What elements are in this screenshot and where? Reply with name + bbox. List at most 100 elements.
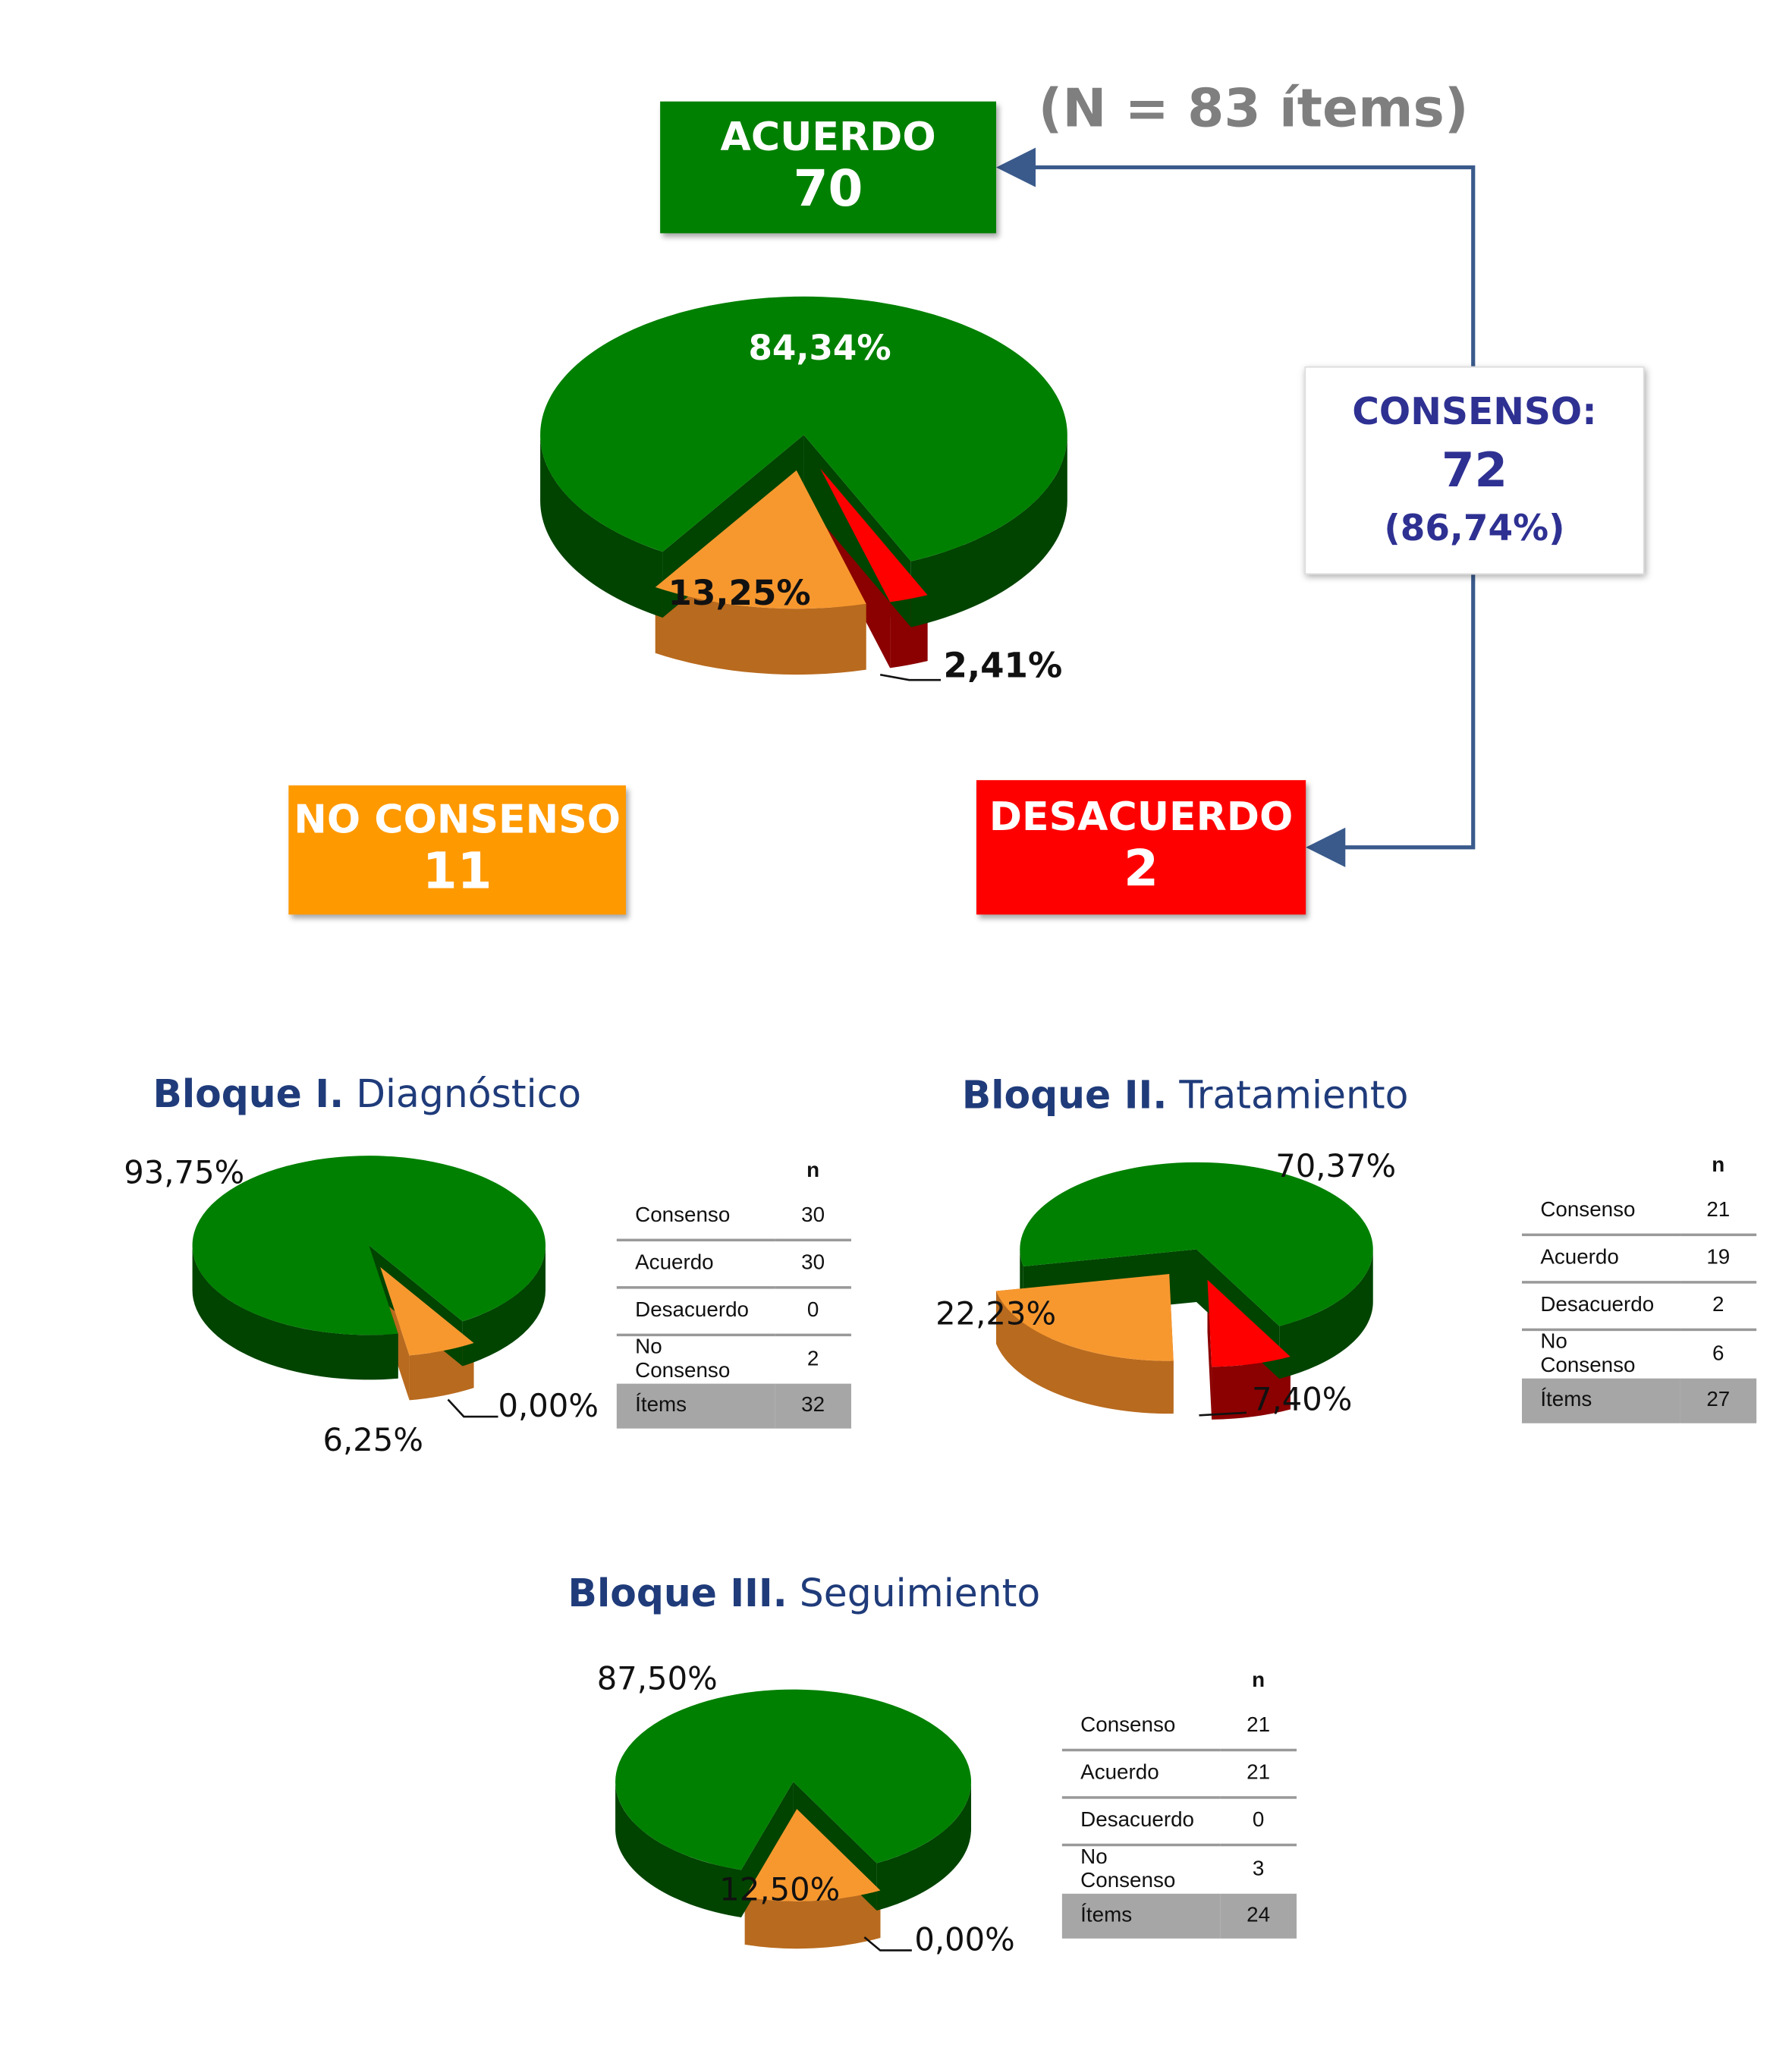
total-items-label: (N = 83 ítems): [1038, 79, 1469, 140]
row-value: 30: [775, 1194, 851, 1242]
total-label: Ítems: [616, 1383, 775, 1429]
b2-label-desacuerdo: 7,40%: [1251, 1381, 1353, 1418]
row-value: 21: [1680, 1188, 1757, 1237]
slice-acuerdo-side: [540, 435, 663, 618]
leader-line-b1-red: [447, 1398, 498, 1418]
main-pie-label-acuerdo: 84,34%: [748, 329, 891, 370]
slice-acuerdo-side: [192, 1245, 398, 1380]
table-row: No Consenso 3: [1062, 1845, 1297, 1894]
row-label: Acuerdo: [616, 1240, 775, 1289]
no-consenso-value: 11: [422, 842, 492, 901]
b1-label-desacuerdo: 0,00%: [498, 1387, 599, 1425]
n-header: n: [1712, 1154, 1725, 1177]
slice-no-consenso-side: [996, 1291, 1174, 1414]
slice-acuerdo: [192, 1156, 546, 1335]
slice-no-consenso-side: [655, 587, 866, 675]
block-1-title: Bloque I. Diagnóstico: [152, 1071, 581, 1116]
consenso-value: 72: [1441, 444, 1507, 499]
leader-line-b3-red: [863, 1936, 912, 1952]
b1-label-acuerdo: 93,75%: [124, 1154, 245, 1192]
slice-no-consenso: [996, 1274, 1174, 1361]
desacuerdo-box: DESACUERDO 2: [976, 780, 1306, 915]
flow-arrows: [996, 147, 1476, 867]
row-value: 0: [1220, 1797, 1297, 1847]
acuerdo-label: ACUERDO: [720, 114, 936, 161]
leader-line-b2-red: [1199, 1411, 1247, 1417]
row-label: Acuerdo: [1522, 1235, 1680, 1284]
slice-no-consenso-side: [744, 1890, 881, 1949]
total-value: 32: [775, 1383, 851, 1429]
desacuerdo-label: DESACUERDO: [989, 794, 1294, 841]
block-2-title: Bloque II. Tratamiento: [962, 1073, 1409, 1118]
row-value: 19: [1680, 1235, 1757, 1284]
slice-no-consenso: [655, 470, 866, 609]
n-header: n: [806, 1159, 820, 1182]
total-label: Ítems: [1061, 1893, 1221, 1939]
slice-acuerdo-side: [1279, 1249, 1373, 1379]
consenso-label: CONSENSO:: [1352, 389, 1597, 433]
no-consenso-label: NO CONSENSO: [294, 797, 621, 844]
slice-no-consenso: [744, 1809, 881, 1901]
consenso-percent: (86,74%): [1384, 508, 1565, 550]
slice-acuerdo-side: [615, 1782, 742, 1917]
pie-2: [996, 1162, 1373, 1420]
table-header-row: n: [1522, 1144, 1756, 1189]
row-value: 2: [806, 1348, 819, 1371]
slice-acuerdo-side: [462, 1245, 546, 1367]
slice-acuerdo-side: [876, 1782, 972, 1911]
table-header-row: n: [617, 1149, 851, 1194]
block-2-title-rest: Tratamiento: [1167, 1072, 1409, 1118]
acuerdo-value: 70: [793, 159, 863, 219]
leader-line-main-red: [879, 673, 942, 681]
slice-desacuerdo-side: [1212, 1357, 1291, 1420]
block-3-title-bold: Bloque III.: [567, 1571, 788, 1616]
row-label: No Consenso: [1080, 1846, 1176, 1893]
no-consenso-box: NO CONSENSO 11: [288, 785, 626, 915]
main-pie-label-desacuerdo: 2,41%: [943, 646, 1063, 687]
slice-desacuerdo-cut-face: [1207, 1279, 1212, 1420]
arrow-to-acuerdo: [996, 147, 1476, 366]
slice-acuerdo: [540, 296, 1067, 561]
row-value: 3: [1252, 1857, 1265, 1881]
row-value: 2: [1680, 1282, 1757, 1332]
row-value: 21: [1220, 1703, 1297, 1752]
row-label: Acuerdo: [1061, 1750, 1221, 1799]
pie-1: [192, 1156, 546, 1401]
slice-no-consenso: [380, 1266, 474, 1356]
block-1-title-bold: Bloque I.: [152, 1071, 344, 1117]
b2-label-no-consenso: 22,23%: [935, 1295, 1057, 1332]
row-label: Consenso: [1522, 1188, 1680, 1237]
b2-label-acuerdo: 70,37%: [1275, 1147, 1397, 1185]
row-label: Desacuerdo: [616, 1287, 775, 1337]
arrow-to-desacuerdo: [1306, 574, 1476, 867]
pie-0: [540, 296, 1067, 675]
block-1-title-rest: Diagnóstico: [344, 1071, 582, 1117]
slice-acuerdo-side: [910, 435, 1067, 627]
main-pie-label-no-consenso: 13,25%: [668, 574, 811, 615]
row-value: 6: [1712, 1342, 1724, 1366]
row-label: Desacuerdo: [1522, 1282, 1680, 1332]
total-label: Ítems: [1522, 1378, 1680, 1423]
row-label: Consenso: [1061, 1703, 1221, 1752]
consenso-box: CONSENSO: 72 (86,74%): [1304, 366, 1645, 575]
desacuerdo-value: 2: [1124, 840, 1159, 898]
row-value: 21: [1220, 1750, 1297, 1799]
acuerdo-box: ACUERDO 70: [660, 101, 997, 234]
block-2-title-bold: Bloque II.: [961, 1072, 1168, 1118]
